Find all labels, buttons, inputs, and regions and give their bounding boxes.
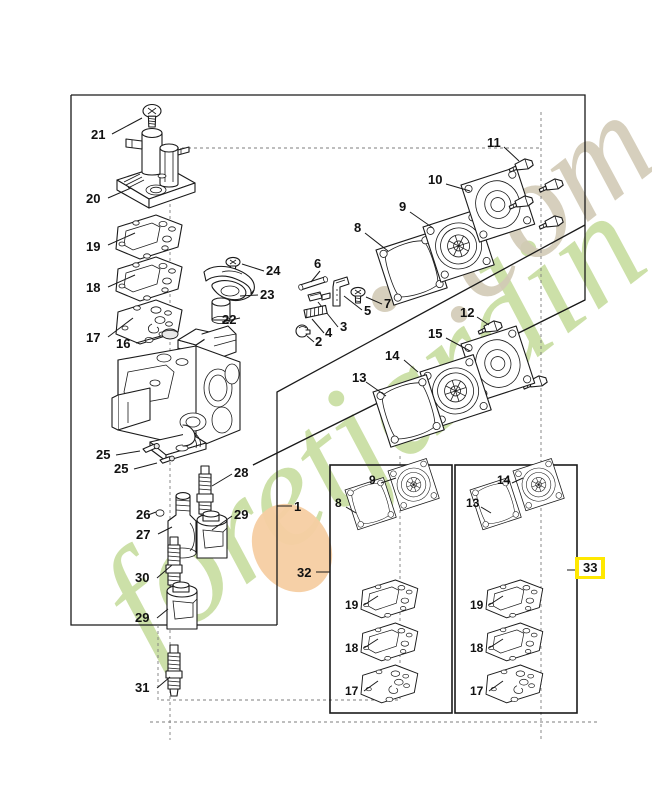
part-2-plug	[295, 324, 311, 338]
callout-5: 5	[364, 303, 371, 318]
callout-14: 14	[385, 348, 400, 363]
callout-18: 18	[86, 280, 100, 295]
kit33-callout-18: 18	[470, 641, 484, 655]
watermark-orange-blob	[251, 503, 333, 593]
callout-31: 31	[135, 680, 149, 695]
callout-19: 19	[86, 239, 100, 254]
callout-20: 20	[86, 191, 100, 206]
callout-26: 26	[136, 507, 150, 522]
part-29-plug-cap-b	[166, 581, 198, 630]
callout-25b: 25	[114, 461, 128, 476]
part-10-cover	[460, 166, 536, 243]
part-20-pump-body	[116, 127, 196, 209]
callout-7: 7	[384, 296, 391, 311]
part-23-throttle-lever	[203, 265, 255, 302]
callout-4: 4	[325, 325, 333, 340]
callout-11: 11	[487, 135, 501, 150]
kit32-part-17-pump-diaphragm	[360, 664, 419, 704]
callout-17: 17	[86, 330, 100, 345]
kit32-callout-9: 9	[369, 473, 376, 487]
callout-15: 15	[428, 326, 442, 341]
callout-21: 21	[91, 127, 105, 142]
callout-23: 23	[260, 287, 274, 302]
highlight-callout-33-label: 33	[579, 560, 602, 576]
kit32-callout-17: 17	[345, 684, 359, 698]
part-8-gasket	[375, 232, 448, 306]
callout-27: 27	[136, 527, 150, 542]
part-3-valve	[307, 291, 331, 302]
part-5-needle-lever	[332, 276, 350, 307]
callout-12: 12	[460, 305, 474, 320]
kit32-callout-19: 19	[345, 598, 359, 612]
kit32-callout-8: 8	[335, 496, 342, 510]
kit33-callout-14: 14	[497, 473, 511, 487]
repair-kit-frame-32	[329, 464, 453, 714]
kit32-callout-18: 18	[345, 641, 359, 655]
kit33-part-18-diaphragm	[485, 622, 544, 662]
kit32-part-8-gasket	[344, 477, 397, 531]
part-26-ring	[155, 509, 165, 517]
callout-30: 30	[135, 570, 149, 585]
dashed-box-lower	[157, 455, 401, 701]
kit33-callout-13: 13	[466, 496, 480, 510]
kit33-callout-17: 17	[470, 684, 484, 698]
group-1-frame	[276, 224, 586, 625]
part-19-gasket	[115, 214, 183, 260]
part-carburetor-body	[111, 325, 241, 462]
part-18-diaphragm	[115, 256, 183, 302]
callout-8: 8	[354, 220, 361, 235]
callout-16: 16	[116, 336, 130, 351]
callout-29b: 29	[135, 610, 149, 625]
kit33-part-17-pump-diaphragm	[485, 664, 544, 704]
kit33-part-19-gasket	[485, 579, 544, 619]
kit32-part-18-diaphragm	[360, 622, 419, 662]
part-13-gasket	[372, 374, 445, 448]
callout-6: 6	[314, 256, 321, 271]
part-9-metering-diaphragm	[422, 209, 495, 283]
part-6-pin	[298, 276, 328, 291]
part-25-clip-b	[159, 455, 175, 464]
part-29-plug-cap-a	[196, 510, 228, 559]
part-7-screw	[350, 286, 366, 304]
callout-9: 9	[399, 199, 406, 214]
callout-25a: 25	[96, 447, 110, 462]
callout-32: 32	[297, 565, 311, 580]
kit32-part-19-gasket	[360, 579, 419, 619]
kit33-callout-19: 19	[470, 598, 484, 612]
part-4-spring	[303, 304, 328, 319]
callout-29a: 29	[234, 507, 248, 522]
part-21-screw	[142, 103, 162, 128]
callout-10: 10	[428, 172, 442, 187]
callout-22: 22	[222, 312, 236, 327]
callout-3: 3	[340, 319, 347, 334]
callout-1: 1	[294, 499, 301, 514]
callout-13: 13	[352, 370, 366, 385]
part-16-plug	[161, 328, 179, 340]
callout-2: 2	[315, 334, 322, 349]
callout-28: 28	[234, 465, 248, 480]
part-22-bushing	[211, 297, 231, 324]
kit32-part-9-diaphragm	[387, 458, 440, 512]
highlight-callout-33: 33	[575, 557, 606, 579]
kit33-part-13-gasket	[469, 477, 522, 531]
part-25-clip-a	[142, 443, 160, 453]
kit33-part-14-diaphragm	[512, 458, 565, 512]
repair-kit-frame-33	[454, 464, 578, 714]
part-31-spark-plug	[165, 644, 183, 697]
callout-24: 24	[266, 263, 281, 278]
